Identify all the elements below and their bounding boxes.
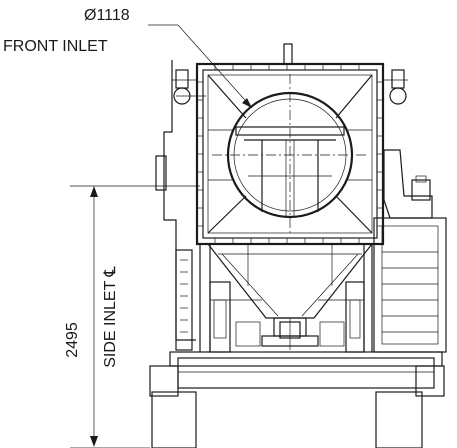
height-dimension-value: 2495 [64,322,81,358]
support-frame [199,244,373,353]
side-inlet-dimension: 2495 SIDE INLET ℄ [64,185,200,448]
base-skid [149,351,445,448]
front-inlet-label: FRONT INLET [3,38,108,55]
diameter-leader [148,24,253,109]
side-inlet-label: SIDE INLET ℄ [102,265,119,367]
lifting-hooks [172,69,408,105]
hopper [206,243,374,350]
diameter-label: Ø1118 [84,7,130,24]
engine-housing [373,149,447,353]
front-inlet-opening [212,74,368,236]
